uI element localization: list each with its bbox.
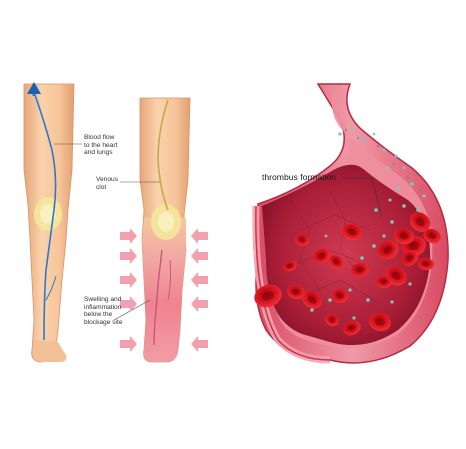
swelling-label: Swelling and inflammation below the bloc…: [84, 296, 123, 326]
red-blood-cell-center: [332, 259, 340, 265]
venous-clot-label: Venous clot: [96, 176, 118, 191]
red-blood-cell-center: [415, 217, 425, 227]
red-blood-cell-center: [408, 241, 420, 251]
red-blood-cell-center: [348, 324, 356, 332]
red-blood-cell-center: [422, 261, 430, 267]
red-blood-cell-center: [291, 289, 301, 295]
blocked-vein: [153, 249, 163, 346]
red-blood-cells: [254, 212, 441, 336]
blood-flow-label: Blood flow to the heart and lungs: [84, 134, 118, 157]
vessel-cross-section: [252, 83, 449, 364]
red-blood-cell-center: [406, 254, 414, 262]
red-blood-cell-center: [391, 272, 401, 280]
up-arrow-icon: [27, 82, 41, 96]
red-blood-cell-center: [347, 228, 357, 236]
thrombus-label: thrombus formation: [262, 172, 337, 182]
compression-arrow-icon: [120, 228, 208, 352]
red-blood-cell-center: [307, 296, 317, 304]
red-blood-cell-center: [375, 318, 385, 326]
inflamed-region: [142, 218, 186, 362]
red-blood-cell-center: [318, 252, 326, 260]
normal-leg: [23, 82, 82, 363]
red-blood-cell-center: [380, 279, 388, 285]
red-blood-cell-center: [298, 237, 306, 243]
red-blood-cell-center: [261, 291, 275, 301]
platelets: [310, 126, 426, 320]
red-blood-cell-center: [355, 267, 365, 273]
red-blood-cell-center: [383, 246, 393, 254]
red-blood-cell-center: [336, 293, 344, 299]
red-blood-cell-center: [428, 233, 436, 239]
dvt-leg: [113, 97, 191, 363]
red-blood-cell-center: [286, 263, 294, 269]
red-blood-cell-center: [329, 317, 335, 323]
vein-path: [33, 91, 57, 341]
red-blood-cell-center: [399, 232, 409, 240]
